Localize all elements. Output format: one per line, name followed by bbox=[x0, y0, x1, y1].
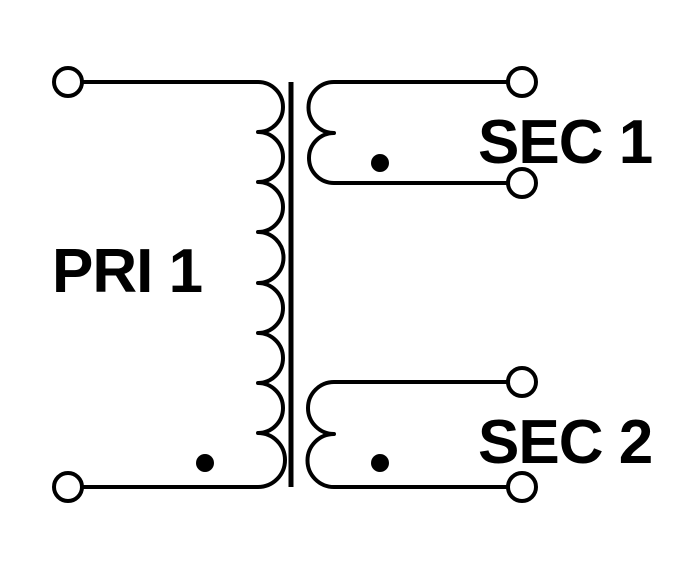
winding-label-pri1: PRI 1 bbox=[52, 237, 202, 306]
terminal-sec2-bottom[interactable] bbox=[506, 471, 538, 503]
secondary-winding-sec2-coil bbox=[305, 380, 510, 489]
terminal-pri1-bottom[interactable] bbox=[52, 471, 84, 503]
terminal-sec2-top[interactable] bbox=[506, 366, 538, 398]
polarity-dot-sec1 bbox=[371, 154, 389, 172]
terminal-sec1-bottom[interactable] bbox=[506, 167, 538, 199]
terminal-sec1-top[interactable] bbox=[506, 66, 538, 98]
polarity-dot-pri1 bbox=[196, 454, 214, 472]
secondary-winding-sec1-coil bbox=[306, 80, 510, 185]
polarity-dot-sec2 bbox=[371, 454, 389, 472]
winding-label-sec2: SEC 2 bbox=[478, 408, 652, 477]
winding-label-sec1: SEC 1 bbox=[478, 108, 652, 177]
primary-winding-pri1-coil bbox=[80, 80, 287, 489]
terminal-pri1-top[interactable] bbox=[52, 66, 84, 98]
